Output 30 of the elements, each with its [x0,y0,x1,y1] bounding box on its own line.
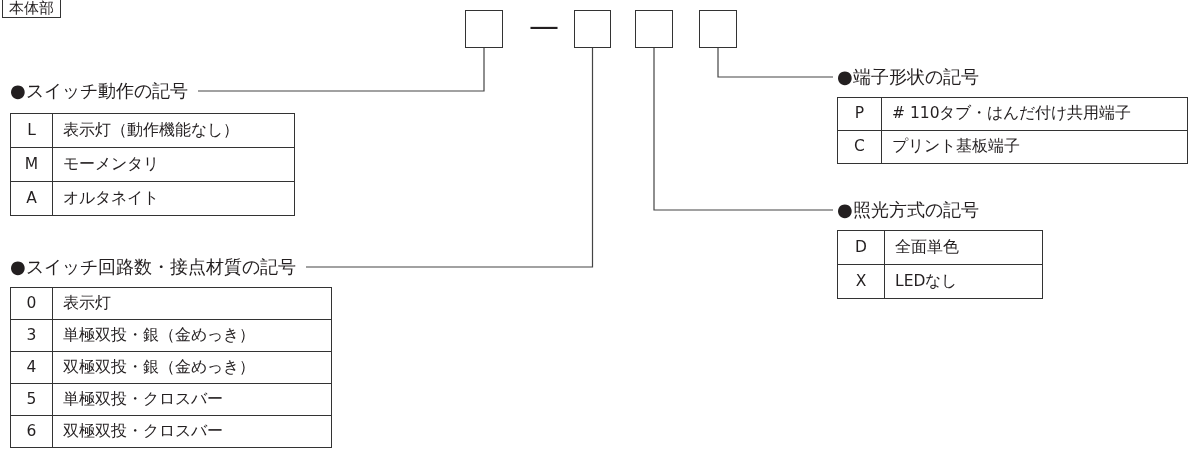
description-cell: 表示灯（動作機能なし） [52,113,295,148]
description-cell: オルタネイト [52,181,295,216]
code-placeholder-box [574,10,611,48]
leader-line [653,47,834,211]
leader-line [717,47,834,78]
code-cell: A [10,181,53,216]
section-heading: ●端子形状の記号 [837,66,981,88]
description-cell: LEDなし [884,264,1043,299]
code-cell: D [837,230,885,265]
section-heading: ●スイッチ動作の記号 [10,80,190,102]
code-placeholder-box [699,10,737,48]
description-cell: 表示灯 [52,287,332,320]
code-cell: 0 [10,287,53,320]
section-heading: ●スイッチ回路数・接点材質の記号 [10,256,298,278]
code-cell: P [837,97,882,131]
code-placeholder-box [635,10,673,48]
leader-line [305,47,594,268]
description-cell: # 110タブ・はんだ付け共用端子 [881,97,1188,131]
description-cell: 双極双投・クロスバー [52,415,332,448]
section-heading: ●照光方式の記号 [837,199,981,221]
code-cell: 6 [10,415,53,448]
leader-line [197,47,485,92]
code-placeholder-box [465,10,503,48]
section-tag: 本体部 [2,0,61,18]
description-cell: 全面単色 [884,230,1043,265]
code-cell: X [837,264,885,299]
separator-dash: — [528,8,560,44]
code-cell: C [837,130,882,164]
code-cell: L [10,113,53,148]
description-cell: プリント基板端子 [881,130,1188,164]
